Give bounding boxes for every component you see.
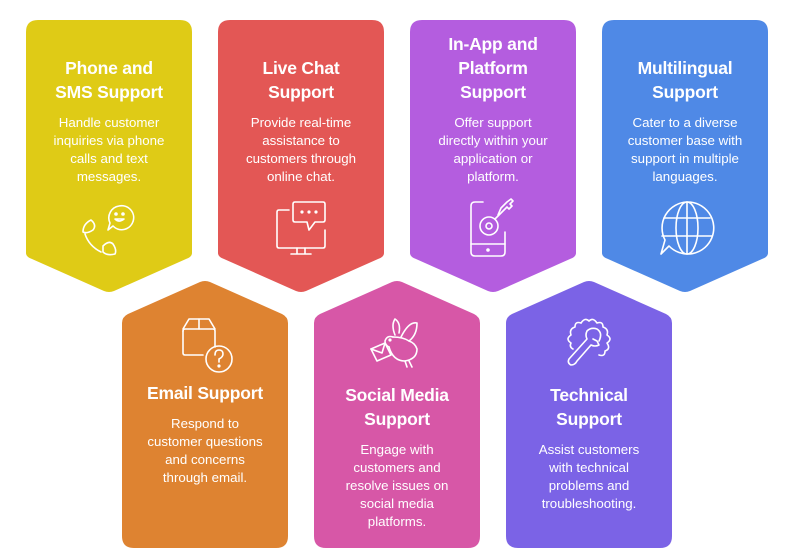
monitor-chat-icon [276,201,326,255]
box-question-icon [182,318,233,373]
card-shape [122,281,288,548]
phone-key-icon [470,198,514,257]
bird-envelope-icon [370,318,418,368]
phone-chat-smile-icon [82,204,135,256]
card-shape [410,20,576,292]
gear-wrench-icon [567,318,611,366]
card-shape [26,20,192,292]
card-shape [506,281,672,548]
card-shape [314,281,480,548]
card-shape [602,20,768,292]
card-title: Email Support [146,383,264,403]
globe-chat-icon [660,201,715,255]
card-shape [218,20,384,292]
